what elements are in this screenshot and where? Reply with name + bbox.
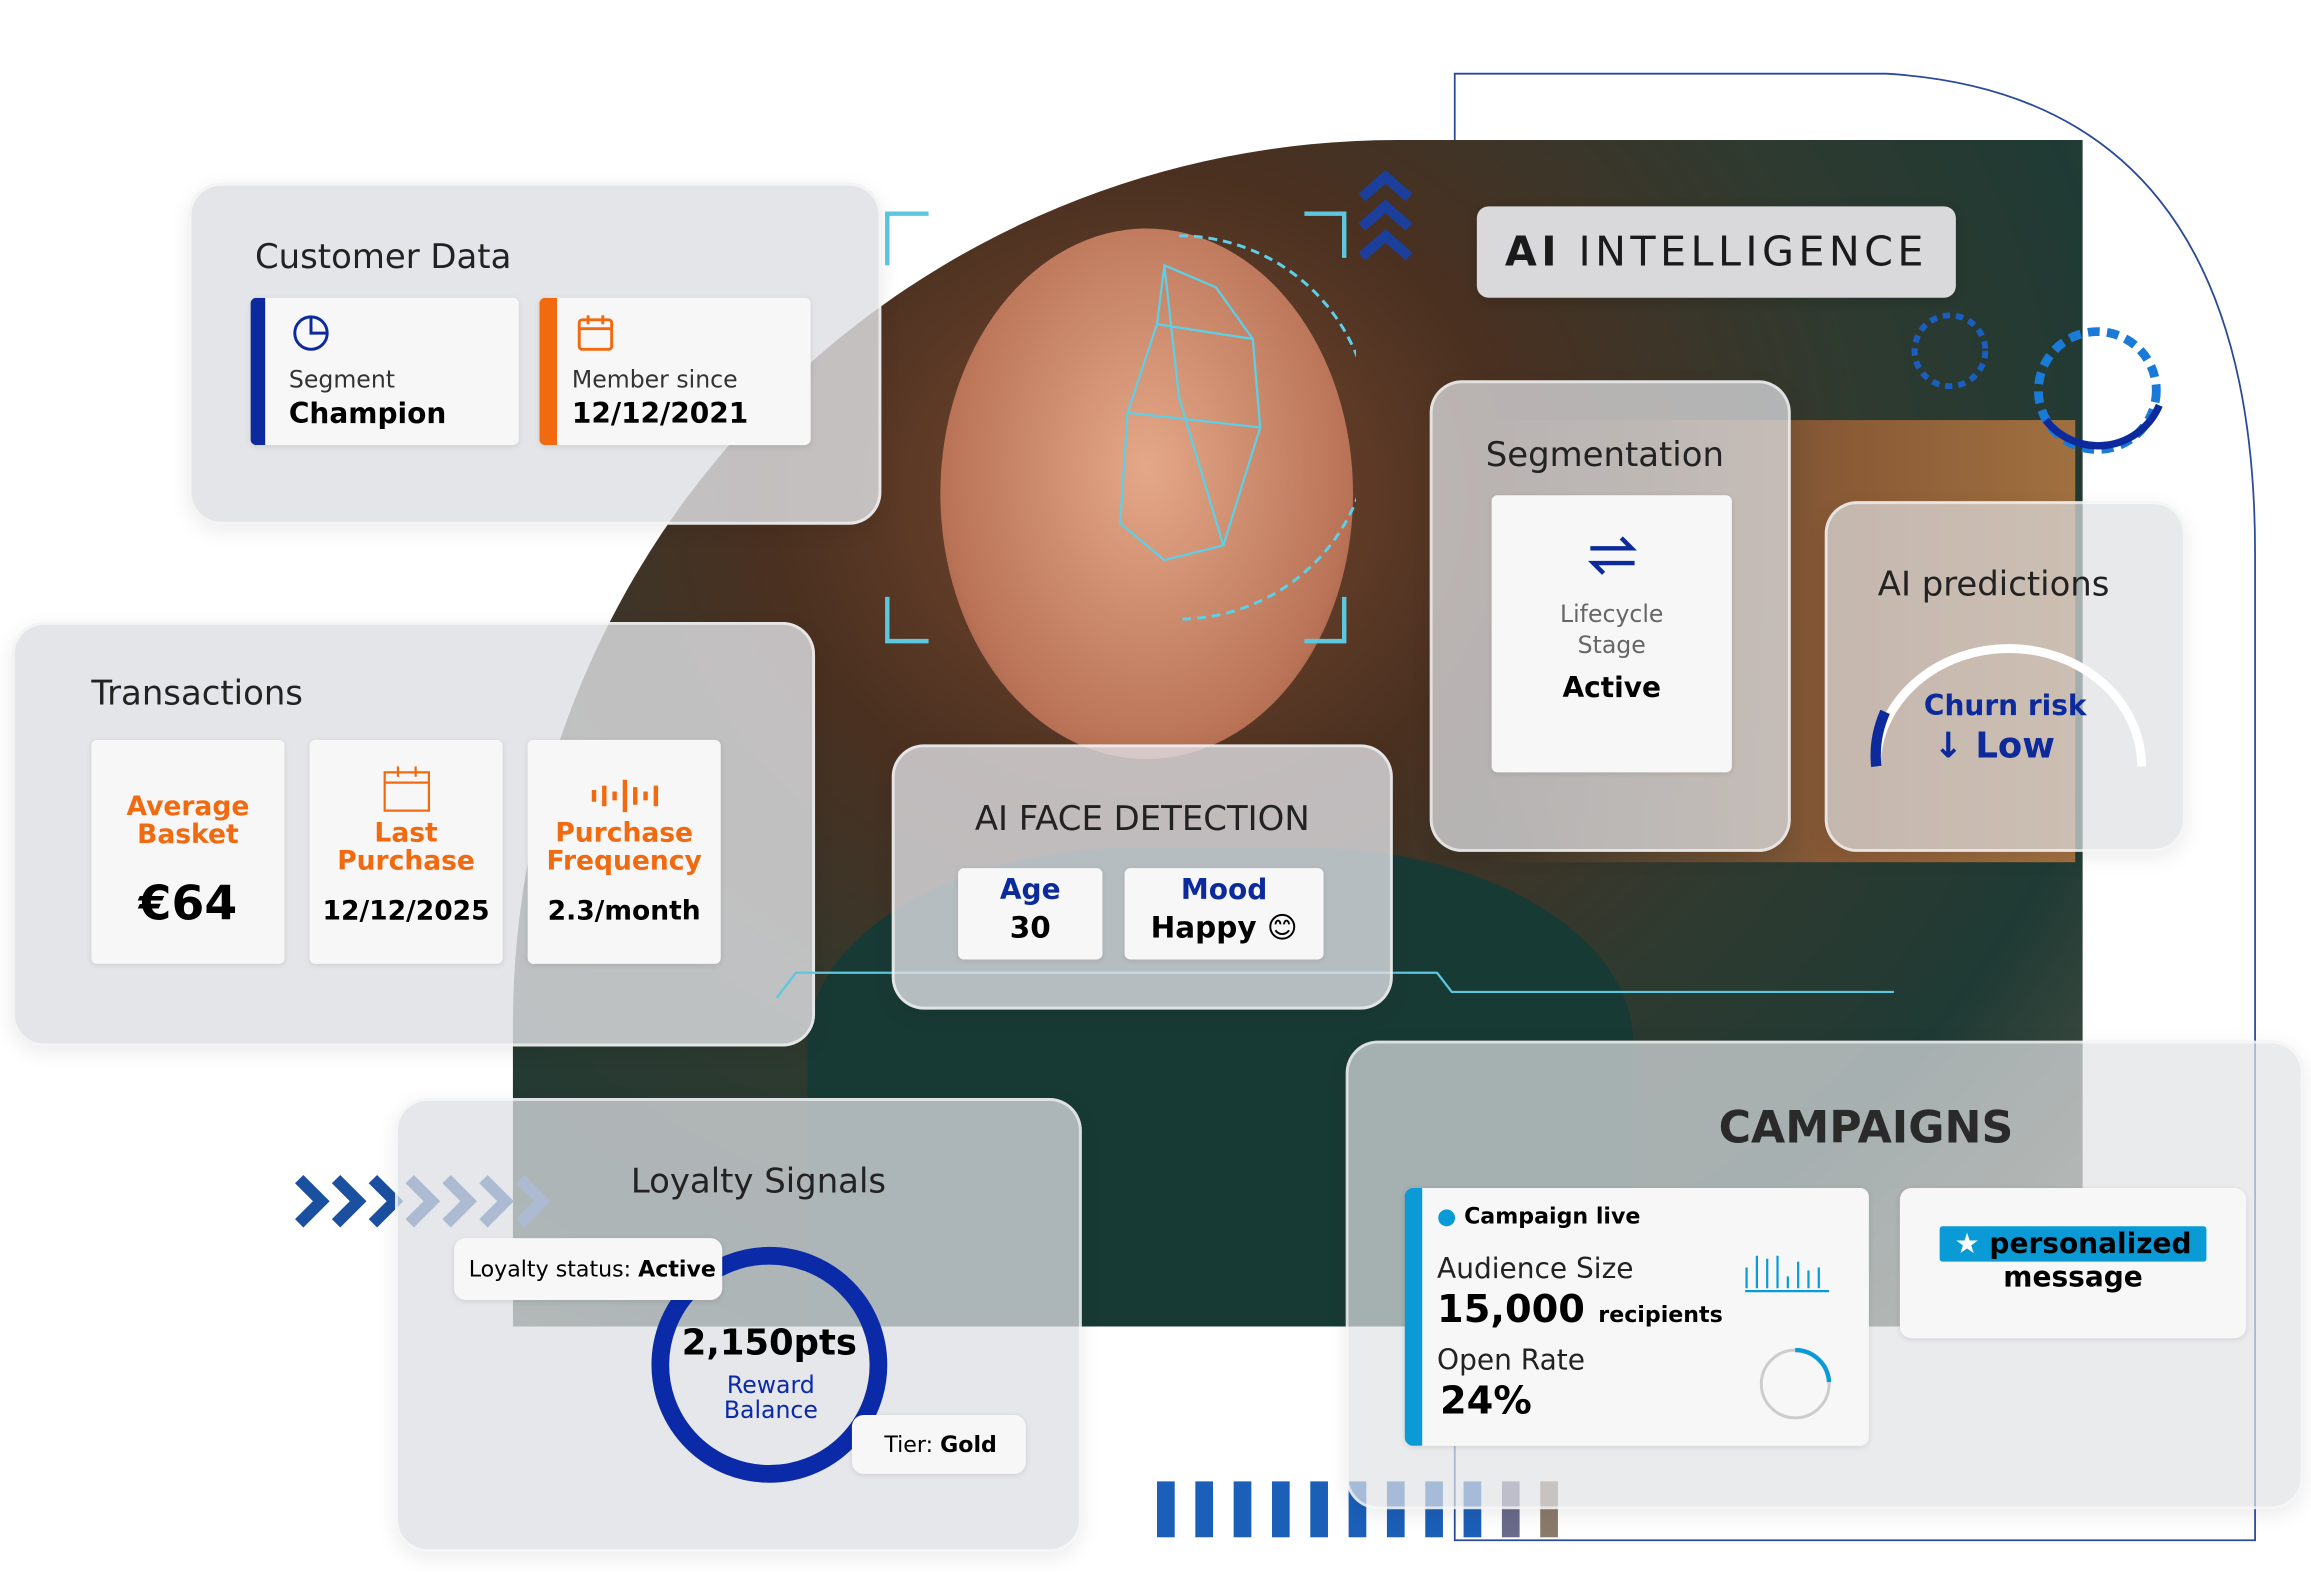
average-basket-value: €64 (138, 875, 238, 932)
lifecycle-stage-card: Lifecycle Stage Active (1491, 495, 1732, 773)
sound-wave-icon (591, 779, 658, 813)
member-since-card: Member since 12/12/2021 (539, 297, 811, 446)
personalized-label: personalized (1989, 1227, 2192, 1261)
tier-badge: Tier: Gold (851, 1414, 1026, 1474)
ai-intelligence-badge: AI INTELLIGENCE (1476, 206, 1956, 298)
loyalty-panel: Loyalty Signals 2,150pts Reward Balance … (395, 1098, 1082, 1553)
star-icon: ★ (1954, 1227, 1980, 1261)
personalized-badge: ★ personalized (1939, 1226, 2207, 1262)
transactions-title: Transactions (91, 675, 303, 714)
lifecycle-stage-value: Active (1562, 672, 1661, 705)
audience-size-label: Audience Size (1437, 1252, 1634, 1286)
audience-size-number: 15,000 (1437, 1288, 1585, 1333)
cycle-arrows-icon (1587, 536, 1637, 575)
ai-intelligence-bold: AI (1504, 226, 1561, 276)
reward-ring (651, 1246, 888, 1483)
calendar-icon (577, 315, 614, 351)
frame-outline (1453, 72, 2256, 1542)
segment-label: Segment (288, 365, 396, 394)
open-rate-ring (1759, 1347, 1832, 1421)
average-basket-card: Average Basket €64 (91, 739, 285, 964)
ai-predictions-panel: AI predictions Churn risk ↓ Low (1824, 501, 2186, 852)
lifecycle-stage-label: Lifecycle Stage (1559, 599, 1664, 659)
personalized-message-card: ★ personalized message (1899, 1187, 2247, 1339)
audience-size-value: 15,000 recipients (1437, 1288, 1723, 1332)
audience-size-unit: recipients (1598, 1301, 1723, 1328)
ai-intelligence-rest: INTELLIGENCE (1578, 226, 1928, 276)
reward-balance-label: Reward Balance (723, 1370, 818, 1424)
loyalty-status-label: Loyalty status: (468, 1255, 632, 1283)
churn-risk-value: ↓ Low (1933, 725, 2055, 767)
open-rate-value: 24% (1440, 1379, 1532, 1424)
mood-label: Mood (1180, 874, 1268, 907)
purchase-frequency-card: Purchase Frequency 2.3/month (527, 739, 721, 964)
customer-data-panel: Customer Data Segment Champion Member si… (188, 182, 882, 525)
live-dot-icon: ● (1437, 1202, 1457, 1230)
audience-bars-icon (1745, 1255, 1830, 1293)
tier-value: Gold (940, 1431, 997, 1458)
tier-label: Tier: (884, 1431, 934, 1458)
campaign-live-status: ● Campaign live (1437, 1203, 1640, 1230)
personalized-sub: message (2003, 1261, 2143, 1295)
loyalty-status-badge: Loyalty status: Active (453, 1238, 723, 1300)
segment-card: Segment Champion (250, 297, 519, 446)
calendar-icon (382, 766, 430, 812)
campaign-live-label: Campaign live (1464, 1202, 1641, 1230)
member-since-label: Member since (571, 365, 738, 394)
transactions-panel: Transactions Average Basket €64 Last Pur… (11, 621, 816, 1047)
campaign-card: ● Campaign live Audience Size 15,000 rec… (1404, 1187, 1869, 1446)
last-purchase-value: 12/12/2025 (322, 896, 490, 928)
loyalty-status-value: Active (638, 1255, 716, 1283)
face-detection-title: AI FACE DETECTION (974, 800, 1310, 839)
campaigns-title: CAMPAIGNS (1718, 1102, 2014, 1155)
purchase-frequency-value: 2.3/month (547, 896, 701, 928)
mood-value: Happy 😊 (1150, 909, 1298, 945)
chevrons-up-icon (1358, 170, 1413, 261)
segment-value: Champion (288, 397, 447, 431)
churn-gauge (1870, 644, 2146, 767)
segmentation-title: Segmentation (1485, 436, 1724, 475)
age-value: 30 (1009, 909, 1051, 945)
purchase-frequency-label: Purchase Frequency (546, 818, 702, 877)
campaigns-panel: CAMPAIGNS ● Campaign live Audience Size … (1345, 1040, 2304, 1510)
customer-data-title: Customer Data (254, 238, 512, 278)
open-rate-arc (1759, 1347, 1832, 1421)
reward-points: 2,150pts (681, 1322, 857, 1364)
segmentation-panel: Segmentation Lifecycle Stage Active (1429, 380, 1791, 852)
age-label: Age (999, 874, 1061, 907)
loading-rings-icon (1911, 312, 2163, 454)
ai-predictions-title: AI predictions (1877, 565, 2110, 605)
face-mesh-icon (885, 211, 1356, 644)
mood-card: Mood Happy 😊 (1124, 868, 1324, 960)
loyalty-title: Loyalty Signals (630, 1162, 887, 1202)
age-card: Age 30 (958, 868, 1103, 960)
open-rate-label: Open Rate (1437, 1344, 1585, 1377)
pie-chart-icon (293, 315, 329, 351)
face-detection-panel: AI FACE DETECTION Age 30 Mood Happy 😊 (891, 744, 1393, 1010)
last-purchase-label: Last Purchase (337, 818, 475, 877)
last-purchase-card: Last Purchase 12/12/2025 (309, 739, 503, 964)
average-basket-label: Average Basket (126, 791, 250, 851)
churn-risk-label: Churn risk (1923, 689, 2087, 723)
scan-line (775, 971, 1894, 999)
member-since-value: 12/12/2021 (571, 397, 749, 431)
